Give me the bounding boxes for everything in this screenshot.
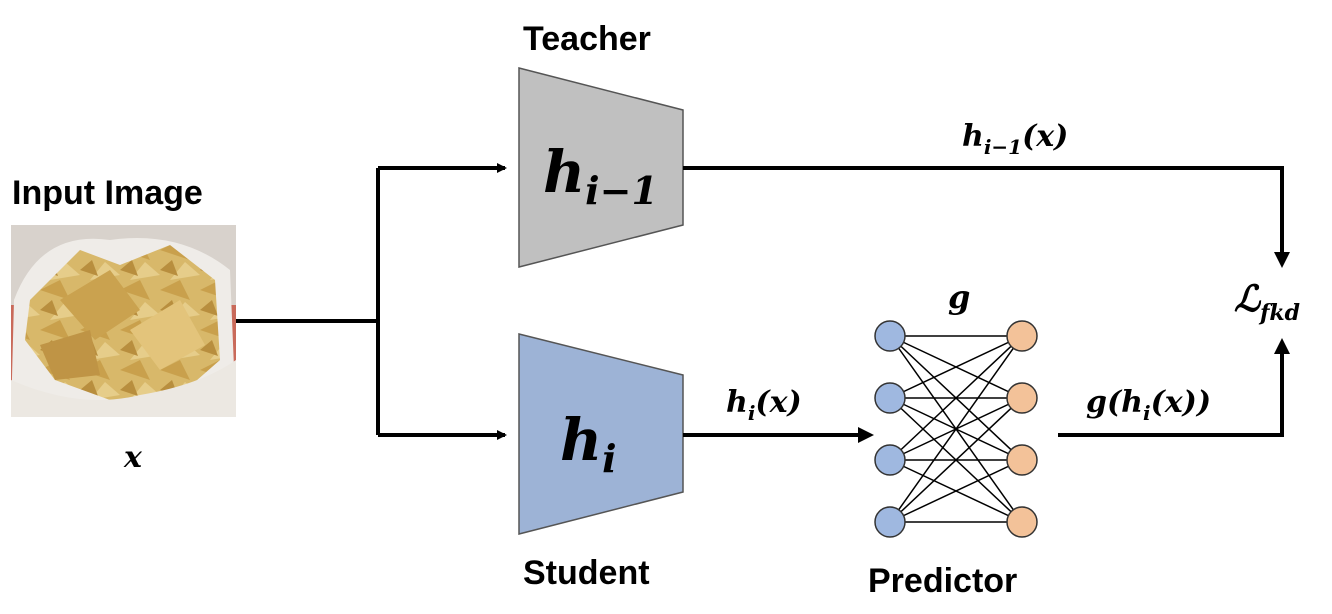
predictor-edge (889, 397, 1023, 523)
student-label: Student (523, 554, 650, 592)
teacher-output-arrowhead (1274, 252, 1290, 268)
student-output-label: hi(x) (726, 385, 802, 425)
predictor-edge (889, 335, 1023, 523)
predictor-input-node (874, 320, 906, 352)
predictor-output-node (1006, 320, 1038, 352)
teacher-output-label: hi−1(x) (962, 119, 1068, 159)
teacher-block (518, 67, 684, 268)
input-connectors (236, 163, 507, 440)
student-block (518, 333, 684, 535)
predictor-output-connector (1058, 352, 1284, 437)
predictor-name: g (948, 278, 970, 316)
predictor-output-node (1006, 382, 1038, 414)
teacher-output-connector (683, 166, 1284, 262)
predictor-input-node (874, 506, 906, 538)
teacher-block-label: hi−1 (543, 138, 658, 213)
student-block-label: hi (560, 406, 617, 481)
input-image (11, 225, 236, 417)
predictor-output-arrowhead (1274, 338, 1290, 354)
predictor-output-node (1006, 444, 1038, 476)
loss-label: ℒfkd (1234, 278, 1300, 326)
teacher-label: Teacher (523, 20, 651, 58)
predictor-input-node (874, 382, 906, 414)
predictor-output-label: g(hi(x)) (1086, 385, 1211, 425)
predictor-input-node (874, 444, 906, 476)
predictor-edge (889, 335, 1023, 399)
input-image-label: Input Image (12, 174, 203, 212)
input-variable-x: x (123, 440, 143, 475)
student-output-arrowhead (858, 427, 874, 443)
predictor-output-node (1006, 506, 1038, 538)
predictor-network (874, 320, 1038, 538)
predictor-edge (889, 335, 1023, 461)
predictor-label: Predictor (868, 562, 1017, 600)
predictor-edge (889, 459, 1023, 523)
